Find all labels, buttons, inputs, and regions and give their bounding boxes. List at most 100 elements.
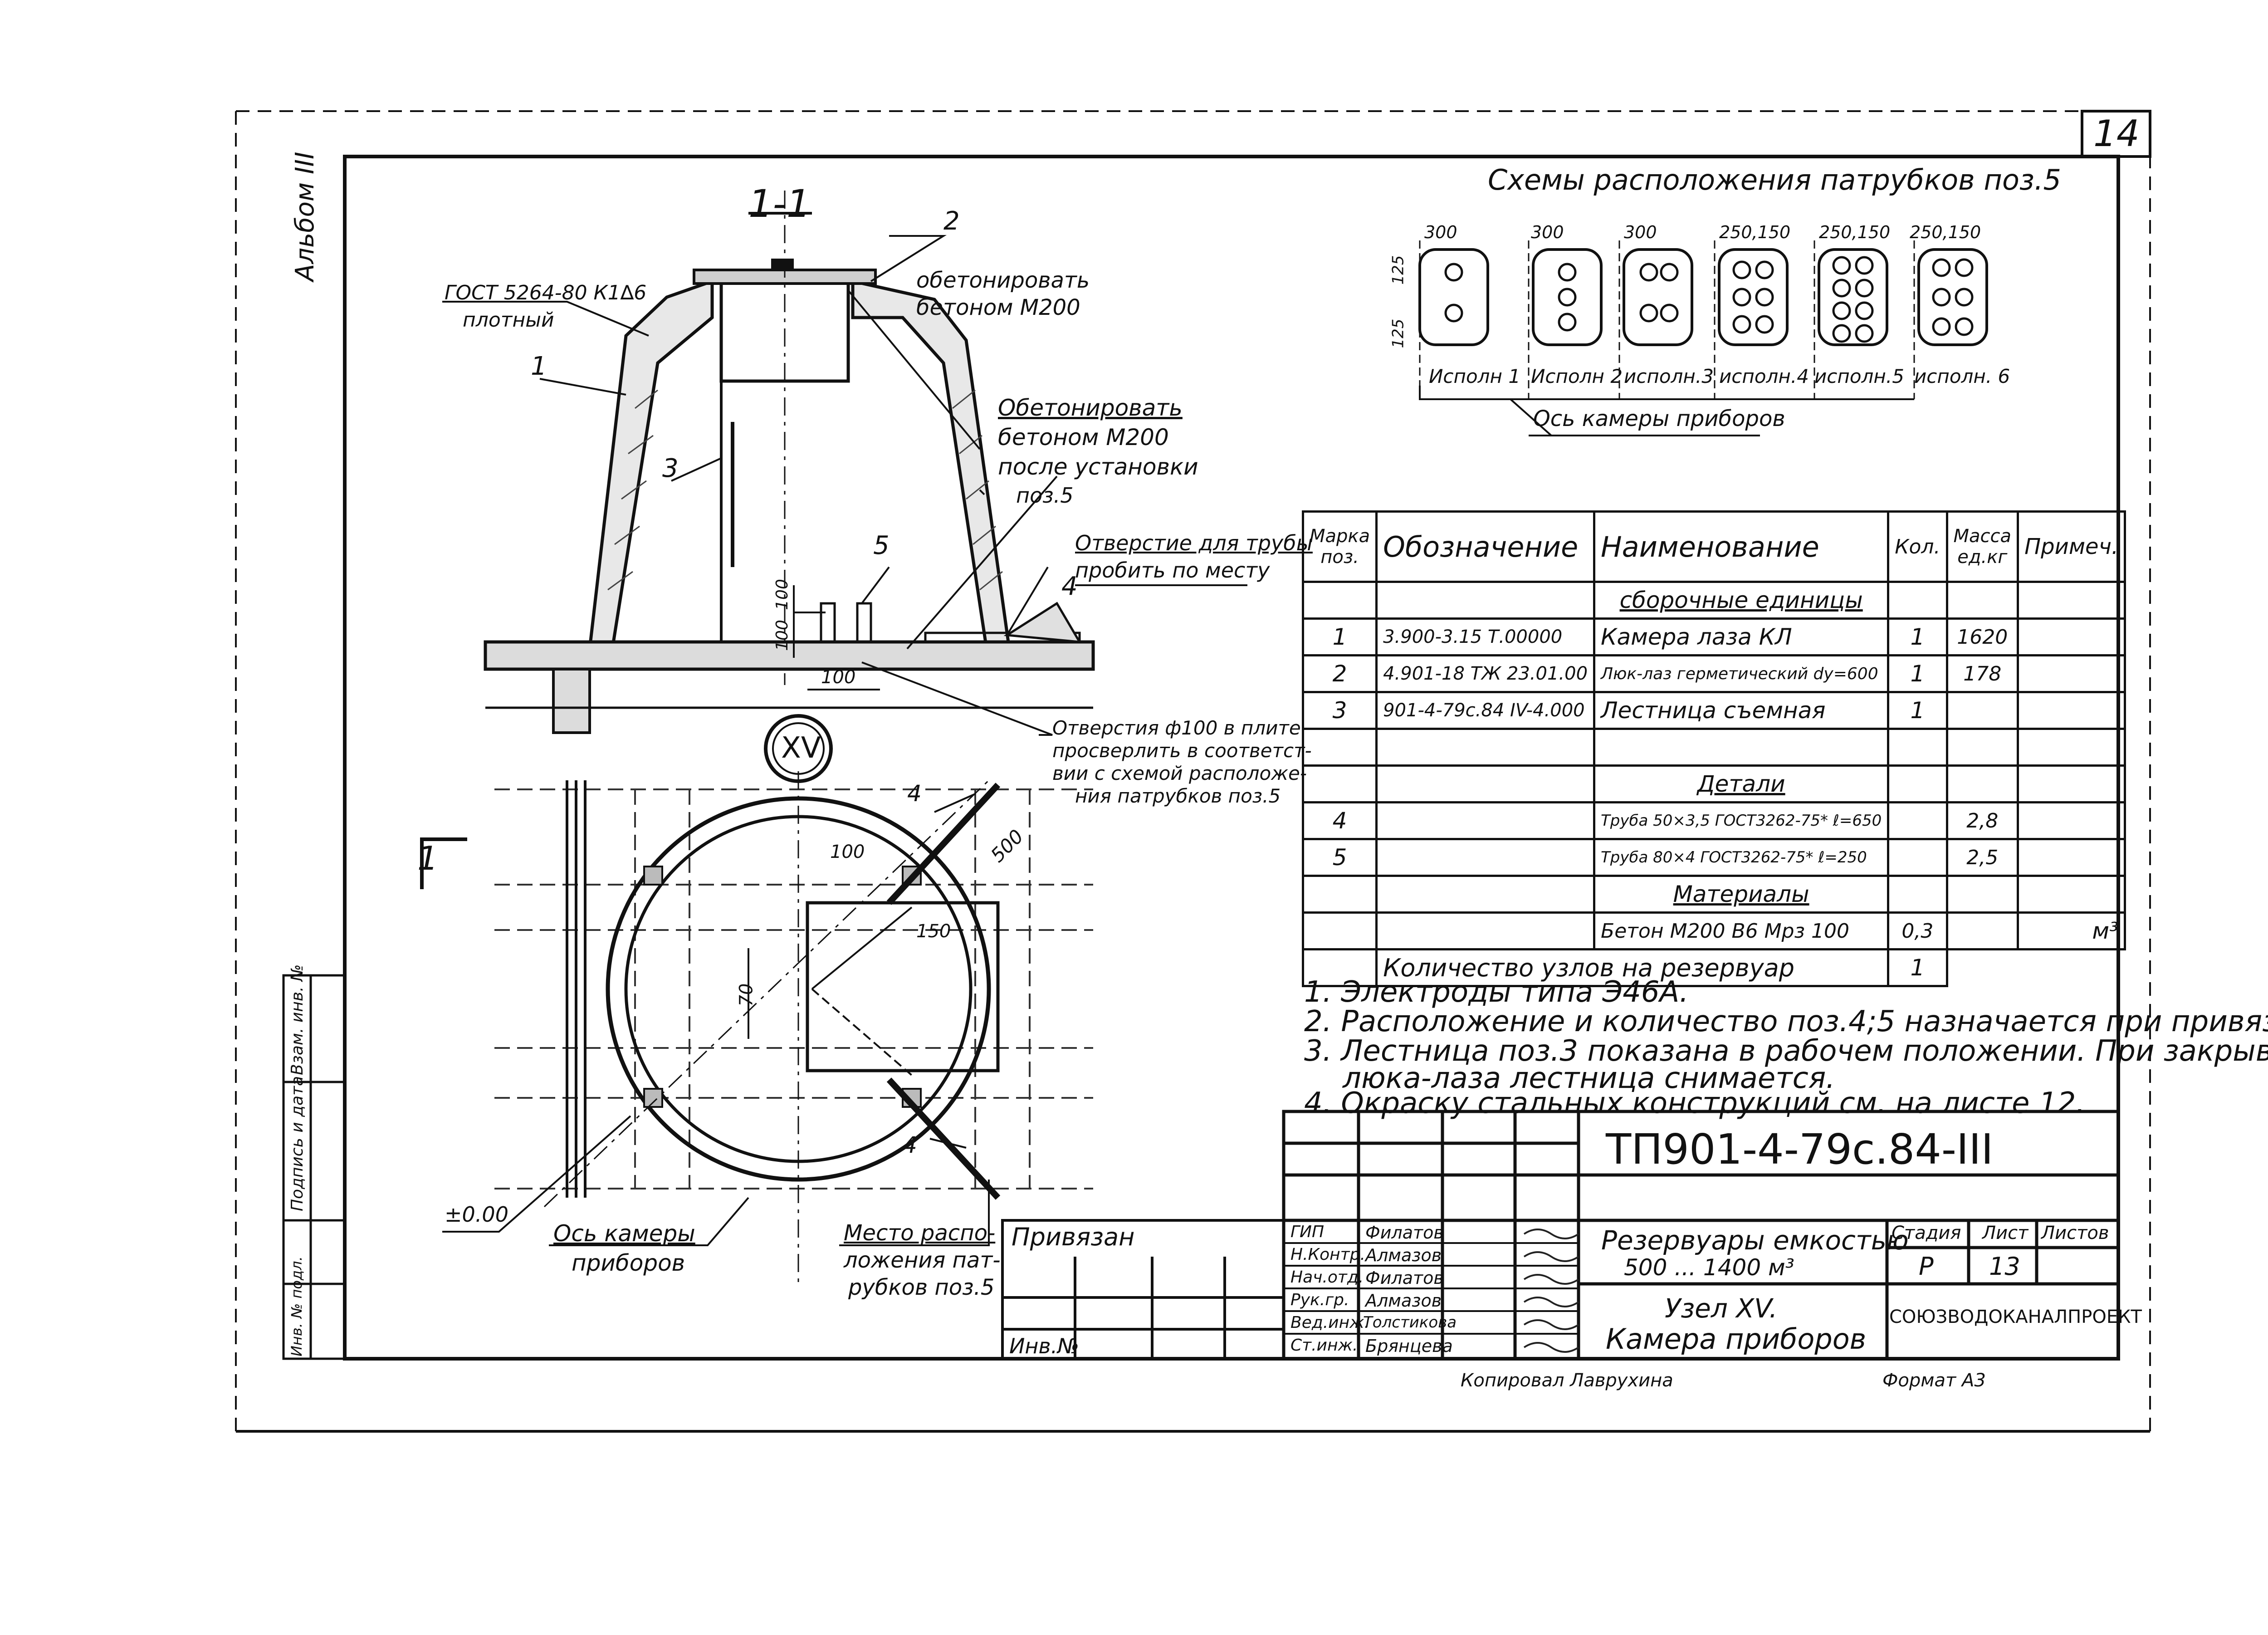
row-6-name: Бетон М200 В6 Мрз 100 bbox=[1593, 911, 1890, 950]
row-6-qty: 0,3 bbox=[1887, 911, 1948, 950]
pipe-hole-note: Отверстие для трубы bbox=[1075, 531, 1313, 555]
stage-value: Р bbox=[1919, 1252, 1934, 1281]
row-6-designation bbox=[1375, 911, 1596, 950]
spec-header-row: Марка поз. Обозначение Наименование Кол.… bbox=[1301, 510, 2126, 583]
section-materials: Материалы bbox=[1593, 875, 1890, 914]
col-mark: Марка поз. bbox=[1301, 510, 1378, 583]
nozzle-dim-1: 300 bbox=[1424, 222, 1457, 242]
elev-mark: ±0.00 bbox=[445, 1202, 508, 1227]
pos-4-label: 4 bbox=[1061, 572, 1078, 601]
concrete-note-2-d: поз.5 bbox=[1016, 483, 1074, 508]
row-1-qty: 1 bbox=[1887, 617, 1948, 656]
plate-holes-note: Отверстия ф100 в плите bbox=[1052, 717, 1301, 739]
nozzle-variant-1: Исполн 1 bbox=[1429, 365, 1521, 387]
row-6-note: м³ bbox=[2017, 911, 2126, 950]
side-stamp-3: Инв. № подл. bbox=[288, 1256, 305, 1356]
role-4: Рук.гр. bbox=[1290, 1291, 1349, 1309]
name-2: Алмазов bbox=[1365, 1245, 1442, 1265]
sheet-title-b: Камера приборов bbox=[1606, 1322, 1867, 1356]
row-4-name: Труба 50×3,5 ГОСТ3262-75* ℓ=650 bbox=[1593, 801, 1890, 840]
col-note: Примеч. bbox=[2017, 510, 2126, 583]
sheet-title: Узел XV. bbox=[1665, 1293, 1778, 1324]
row-3-qty: 1 bbox=[1887, 691, 1948, 730]
row-5-qty bbox=[1887, 838, 1948, 877]
name-3: Филатов bbox=[1365, 1268, 1444, 1288]
row-3-mass bbox=[1945, 691, 2019, 730]
table-row: 5 Труба 80×4 ГОСТ3262-75* ℓ=250 2,5 bbox=[1301, 838, 2126, 877]
plate-holes-note-c: вии с схемой расположе- bbox=[1052, 762, 1307, 784]
sheets-label: Листов bbox=[2041, 1223, 2109, 1243]
blank-row bbox=[1301, 728, 2126, 767]
row-3-mark: 3 bbox=[1301, 691, 1378, 730]
sheet-number: 14 bbox=[2093, 113, 2140, 155]
spec-table: Марка поз. Обозначение Наименование Кол.… bbox=[1301, 510, 2126, 987]
concrete-note-2-c: после установки bbox=[998, 454, 1198, 480]
concrete-note-1: обетонировать bbox=[916, 268, 1090, 293]
plan-dim-150: 150 bbox=[916, 921, 951, 942]
nozzle-dim-3: 300 bbox=[1624, 222, 1657, 242]
inv-label: Инв.№ bbox=[1009, 1334, 1080, 1358]
place-label-b: ложения пат- bbox=[844, 1248, 1001, 1273]
cut-mark: 1 bbox=[417, 839, 438, 877]
row-3-designation: 901-4-79с.84 IV-4.000 bbox=[1375, 691, 1596, 730]
section-row: сборочные единицы bbox=[1301, 581, 2126, 620]
note-1: 1. Электроды типа Э46А. bbox=[1304, 975, 1689, 1009]
table-row: 2 4.901-18 ТЖ 23.01.00 Люк-лаз герметиче… bbox=[1301, 654, 2126, 693]
note-3-cont: люка-лаза лестница снимается. bbox=[1343, 1062, 1835, 1095]
name-1: Филатов bbox=[1365, 1223, 1444, 1243]
table-row: Бетон М200 В6 Мрз 100 0,3 м³ bbox=[1301, 911, 2126, 950]
sheet-value: 13 bbox=[1989, 1252, 2020, 1281]
gost-note: ГОСТ 5264-80 К1∆6 bbox=[445, 281, 647, 304]
plan-dim-70: 70 bbox=[736, 983, 757, 1007]
nozzle-variant-5: исполн.5 bbox=[1814, 365, 1904, 387]
row-4-qty bbox=[1887, 801, 1948, 840]
role-1: ГИП bbox=[1290, 1223, 1325, 1241]
project-title-b: 500 ... 1400 м³ bbox=[1624, 1254, 1794, 1281]
place-label: Место распо- bbox=[844, 1220, 996, 1246]
row-4-mark: 4 bbox=[1301, 801, 1378, 840]
stage-label: Стадия bbox=[1892, 1223, 1961, 1243]
row-1-mass: 1620 bbox=[1945, 617, 2019, 656]
total-qty: 1 bbox=[1887, 948, 1948, 987]
row-2-qty: 1 bbox=[1887, 654, 1948, 693]
place-label-c: рубков поз.5 bbox=[848, 1275, 995, 1300]
col-qty: Кол. bbox=[1887, 510, 1948, 583]
col-designation: Обозначение bbox=[1375, 510, 1596, 583]
nozzle-variant-2: Исполн 2 bbox=[1531, 365, 1623, 387]
row-2-designation: 4.901-18 ТЖ 23.01.00 bbox=[1375, 654, 1596, 693]
album-label: Альбом III bbox=[290, 152, 320, 282]
row-1-mark: 1 bbox=[1301, 617, 1378, 656]
row-2-mark: 2 bbox=[1301, 654, 1378, 693]
nozzle-schemes-title: Схемы расположения патрубков поз.5 bbox=[1488, 163, 2062, 196]
table-row: 4 Труба 50×3,5 ГОСТ3262-75* ℓ=650 2,8 bbox=[1301, 801, 2126, 840]
plan-dim-100: 100 bbox=[830, 842, 865, 862]
nozzle-variant-6: исполн. 6 bbox=[1914, 365, 2010, 387]
section-assembly: сборочные единицы bbox=[1593, 581, 1890, 620]
concrete-note-2: Обетонировать bbox=[998, 395, 1183, 421]
plan-pos-4-bottom: 4 bbox=[903, 1132, 917, 1158]
row-5-mark: 5 bbox=[1301, 838, 1378, 877]
dim-100-a: 100 bbox=[772, 579, 792, 610]
plan-pos-4-top: 4 bbox=[907, 780, 922, 807]
note-4: 4. Окраску стальных конструкций см. на л… bbox=[1304, 1087, 2085, 1120]
row-6-mark bbox=[1301, 911, 1378, 950]
nozzle-dim-6: 250,150 bbox=[1910, 222, 1981, 242]
pos-3-label: 3 bbox=[662, 454, 679, 483]
row-3-name: Лестница съемная bbox=[1593, 691, 1890, 730]
table-row: 3 901-4-79с.84 IV-4.000 Лестница съемная… bbox=[1301, 691, 2126, 730]
node-marker: XV bbox=[781, 731, 821, 765]
pipe-hole-note-b: пробить по месту bbox=[1075, 558, 1270, 583]
row-3-note bbox=[2017, 691, 2126, 730]
name-4: Алмазов bbox=[1365, 1291, 1442, 1311]
pos-2-label: 2 bbox=[943, 206, 960, 236]
gost-note-dense: плотный bbox=[463, 308, 554, 332]
row-5-name: Труба 80×4 ГОСТ3262-75* ℓ=250 bbox=[1593, 838, 1890, 877]
row-4-designation bbox=[1375, 801, 1596, 840]
row-5-designation bbox=[1375, 838, 1596, 877]
dim-100-c: 100 bbox=[821, 667, 856, 688]
total-row: Количество узлов на резервуар 1 bbox=[1301, 948, 2125, 987]
nozzle-dim-125-a: 125 bbox=[1389, 255, 1408, 285]
note-3: 3. Лестница поз.3 показана в рабочем пол… bbox=[1304, 1034, 2268, 1068]
row-5-note bbox=[2017, 838, 2126, 877]
row-6-mass bbox=[1945, 911, 2019, 950]
